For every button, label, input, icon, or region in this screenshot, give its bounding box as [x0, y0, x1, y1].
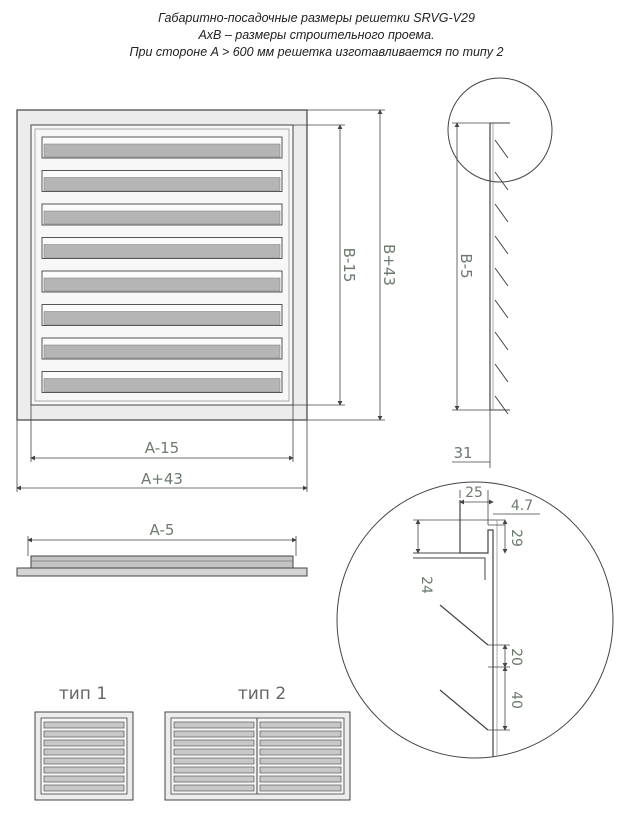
- title-line-1: Габаритно-посадочные размеры решетки SRV…: [158, 11, 475, 25]
- detail-circle-large: [336, 481, 614, 759]
- dim-20: 20: [508, 648, 524, 666]
- slats-group: [41, 136, 283, 393]
- type-1-grille: [34, 711, 134, 801]
- dim-b-plus-43: B+43: [380, 244, 398, 286]
- type-2-grille: [164, 711, 351, 801]
- dim-29: 29: [508, 529, 524, 547]
- top-view: A-5: [16, 521, 308, 577]
- dim-a-plus-43: A+43: [141, 470, 183, 488]
- front-view: [16, 109, 308, 421]
- dim-25: 25: [465, 485, 483, 501]
- dim-4-7: 4.7: [511, 498, 533, 514]
- dim-40: 40: [508, 691, 524, 709]
- front-dimensions: [16, 109, 385, 492]
- dim-b-minus-5: B-5: [457, 253, 475, 278]
- inner-frame: [30, 124, 294, 406]
- type-2-label: тип 2: [238, 684, 286, 704]
- title-line-2: AxB – размеры строительного проема.: [198, 28, 435, 42]
- dim-24: 24: [418, 576, 434, 594]
- dim-a-minus-15: A-15: [145, 439, 179, 457]
- detail-circle-small: [447, 77, 553, 183]
- dim-31: 31: [453, 444, 472, 462]
- detail-view: 25 4.7 29 24 20 40: [336, 481, 614, 759]
- type-1-label: тип 1: [59, 684, 107, 704]
- title-line-3: При стороне A > 600 мм решетка изготавли…: [129, 45, 504, 59]
- side-view: B-5 31: [447, 77, 553, 468]
- dim-b-minus-15: B-15: [340, 248, 358, 283]
- dim-a-minus-5: A-5: [150, 521, 175, 539]
